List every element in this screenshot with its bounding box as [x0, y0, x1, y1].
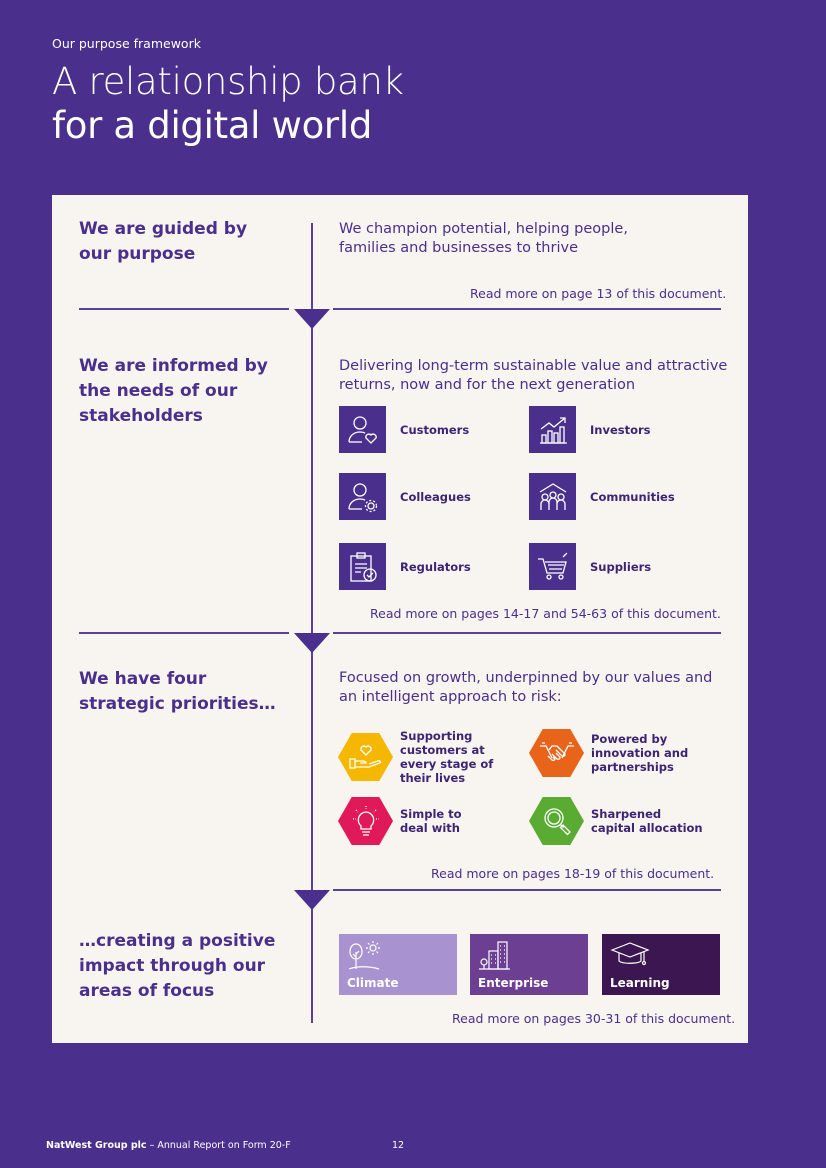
divider [333, 308, 721, 310]
stakeholder-communities: Communities [529, 473, 675, 520]
stakeholder-suppliers: Suppliers [529, 543, 651, 590]
focus-readmore-link[interactable]: Read more on pages 30-31 of this documen… [452, 1011, 736, 1026]
buildings-icon [479, 941, 510, 970]
divider [79, 308, 289, 310]
priority-label: Supporting customers at every stage of t… [400, 729, 494, 785]
divider [333, 889, 721, 891]
footer-brand: NatWest Group plc [46, 1140, 147, 1151]
down-arrow-icon [294, 890, 330, 910]
focus-heading: …creating a positive impact through our … [79, 931, 276, 1001]
stakeholder-label: Customers [400, 422, 470, 437]
page-title: A relationship bank for a digital world [52, 60, 404, 148]
stakeholder-label: Suppliers [590, 559, 652, 574]
priorities-readmore-link[interactable]: Read more on pages 18-19 of this documen… [431, 866, 715, 881]
priority-label: Powered by innovation and partnerships [591, 732, 689, 774]
stakeholder-customers: Customers [339, 406, 469, 453]
shopping-cart-icon [529, 543, 576, 590]
magnifier-icon [529, 797, 584, 845]
divider [79, 632, 289, 634]
priority-label: Simple to deal with [400, 807, 462, 835]
title-line-2: for a digital world [52, 104, 373, 147]
priority-capital-allocation: Sharpened capital allocation [529, 797, 706, 845]
focus-label: Enterprise [478, 976, 549, 990]
tree-sun-icon [348, 941, 380, 970]
stakeholder-label: Investors [590, 422, 651, 437]
stakeholders-readmore-link[interactable]: Read more on pages 14-17 and 54-63 of th… [370, 606, 721, 621]
footer-doc-title: NatWest Group plc – Annual Report on For… [46, 1140, 291, 1151]
priority-simple: Simple to deal with [338, 797, 490, 845]
hand-heart-icon [338, 733, 393, 781]
purpose-heading: We are guided by our purpose [79, 219, 248, 264]
priority-innovation-partnerships: Powered by innovation and partnerships [529, 729, 701, 777]
handshake-icon [529, 729, 584, 777]
priorities-heading: We have four strategic priorities… [79, 669, 276, 714]
vertical-timeline [311, 223, 313, 1023]
stakeholder-label: Communities [590, 489, 675, 504]
lightbulb-icon [338, 797, 393, 845]
stakeholders-body: Delivering long-term sustainable value a… [339, 358, 728, 393]
purpose-readmore-link[interactable]: Read more on page 13 of this document. [470, 286, 727, 301]
framework-card: We are guided by our purpose We champion… [52, 195, 748, 1043]
clipboard-check-icon [339, 543, 386, 590]
stakeholder-label: Colleagues [400, 489, 471, 504]
focus-climate: Climate [339, 934, 457, 995]
title-line-1: A relationship bank [52, 60, 404, 103]
down-arrow-icon [294, 633, 330, 653]
community-group-icon [529, 473, 576, 520]
person-gear-icon [339, 473, 386, 520]
stakeholder-investors: Investors [529, 406, 651, 453]
purpose-body: We champion potential, helping people, f… [339, 221, 628, 256]
person-heart-icon [339, 406, 386, 453]
stakeholder-label: Regulators [400, 559, 471, 574]
growth-chart-icon [529, 406, 576, 453]
page-number: 12 [392, 1140, 405, 1151]
footer-doc: – Annual Report on Form 20-F [146, 1140, 291, 1151]
focus-enterprise: Enterprise [470, 934, 588, 995]
priorities-body: Focused on growth, underpinned by our va… [339, 670, 713, 705]
focus-learning: Learning [602, 934, 720, 995]
focus-label: Climate [347, 976, 399, 990]
priority-label: Sharpened capital allocation [591, 807, 703, 835]
stakeholder-regulators: Regulators [339, 543, 471, 590]
eyebrow-label: Our purpose framework [52, 36, 201, 51]
stakeholders-heading: We are informed by the needs of our stak… [79, 356, 268, 426]
focus-label: Learning [610, 976, 670, 990]
priority-supporting-customers: Supporting customers at every stage of t… [338, 729, 520, 785]
stakeholder-colleagues: Colleagues [339, 473, 471, 520]
graduation-cap-icon [610, 942, 650, 966]
down-arrow-icon [294, 309, 330, 329]
divider [333, 632, 721, 634]
